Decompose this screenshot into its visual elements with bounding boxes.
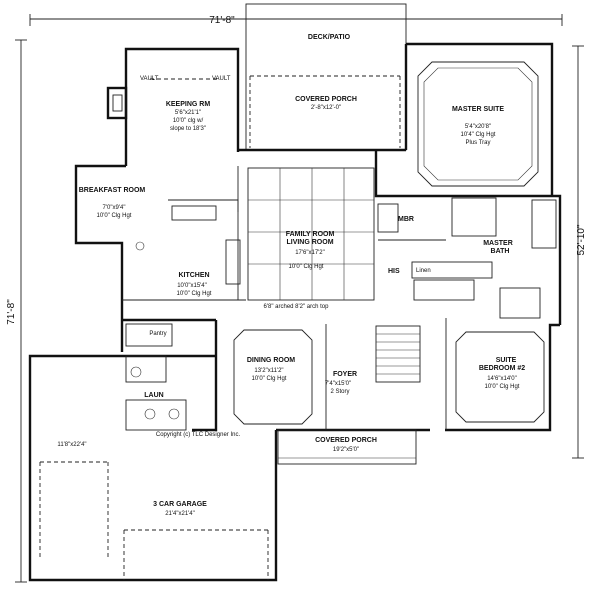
master-bath — [377, 197, 557, 319]
suite2-size: 14'6"x14'0" — [487, 376, 517, 382]
foyer — [325, 324, 421, 430]
laundry-label: LAUN — [144, 392, 163, 399]
master-bath-label: MASTER — [483, 240, 513, 247]
foyer-size: 7'4"x15'0" — [325, 381, 351, 387]
keeping-room-note2: slope to 18'3" — [170, 126, 206, 132]
kitchen-size: 10'0"x15'4" — [177, 283, 207, 289]
kitchen-note: 10'0" Clg Hgt — [177, 291, 212, 297]
master-suite-note2: Plus Tray — [465, 140, 490, 146]
kitchen-label: KITCHEN — [178, 272, 209, 279]
width-dimension: 71'-8" — [209, 15, 235, 26]
master-bath-label2: BATH — [491, 248, 510, 255]
deck-label: DECK/PATIO — [308, 34, 351, 41]
linen-label: Linen — [416, 268, 431, 274]
keeping-room-note1: 10'0" clg w/ — [173, 118, 204, 124]
family-room-grid — [247, 167, 375, 301]
kitchen — [122, 166, 246, 301]
keeping-room-label: KEEPING RM — [166, 101, 211, 108]
dining-room — [233, 329, 313, 425]
dining-room-label: DINING ROOM — [247, 357, 295, 364]
bedroom2-label: BEDROOM #2 — [479, 365, 525, 372]
arch-note: 6'8" arched 8'2" arch top — [264, 304, 330, 310]
depth-dimension: 71'-8" — [6, 299, 17, 325]
dining-room-size: 13'2"x11'2" — [254, 368, 283, 374]
master-suite-label: MASTER SUITE — [452, 106, 504, 113]
suite2-label: SUITE — [496, 357, 517, 364]
breakfast-label: BREAKFAST ROOM — [79, 187, 146, 194]
his-label: HIS — [388, 268, 400, 275]
rear-porch-label: COVERED PORCH — [295, 96, 357, 103]
breakfast-note: 10'0" Clg Hgt — [97, 213, 132, 219]
keeping-room — [106, 47, 240, 166]
garage-size: 21'4"x21'4" — [165, 511, 195, 517]
garage-label: 3 CAR GARAGE — [153, 501, 207, 508]
front-porch — [277, 429, 417, 465]
master-suite-note1: 10'4" Clg Hgt — [461, 132, 496, 138]
laundry — [125, 323, 187, 431]
mbr-label: MBR — [398, 216, 414, 223]
master-suite-size: 5'4"x20'8" — [465, 124, 491, 130]
vault-right-label: VAULT — [212, 76, 231, 82]
family-room-label: FAMILY ROOM — [286, 231, 335, 238]
suite-bedroom-2 — [445, 318, 545, 430]
rear-porch-size: 2'-8"x12'-0" — [311, 105, 341, 111]
garage — [39, 461, 269, 580]
breakfast-size: 7'0"x9'4" — [103, 205, 126, 211]
master-suite — [404, 42, 554, 196]
pantry-label: Pantry — [149, 331, 166, 337]
living-room-label: LIVING ROOM — [286, 239, 333, 246]
suite2-note: 10'0" Clg Hgt — [485, 384, 520, 390]
vault-left-label: VAULT — [140, 76, 159, 82]
foyer-label: FOYER — [333, 371, 357, 378]
family-room-size: 17'6"x17'2" — [295, 250, 325, 256]
foyer-note: 2 Story — [330, 389, 349, 395]
family-room-note: 10'0" Clg Hgt — [289, 264, 324, 270]
front-porch-size: 19'2"x5'0" — [333, 447, 359, 453]
deck-area — [245, 3, 407, 151]
keeping-room-size: 5'6"x21'1" — [175, 110, 201, 116]
right-depth-dimension: 52'-10" — [576, 224, 587, 255]
dimension-lines — [15, 14, 584, 583]
garage-side-size: 11'8"x22'4" — [57, 442, 86, 448]
copyright-text: Copyright (c) TLC Designer Inc. — [156, 432, 241, 438]
dining-room-note: 10'0" Clg Hgt — [252, 376, 287, 382]
front-porch-label: COVERED PORCH — [315, 437, 377, 444]
